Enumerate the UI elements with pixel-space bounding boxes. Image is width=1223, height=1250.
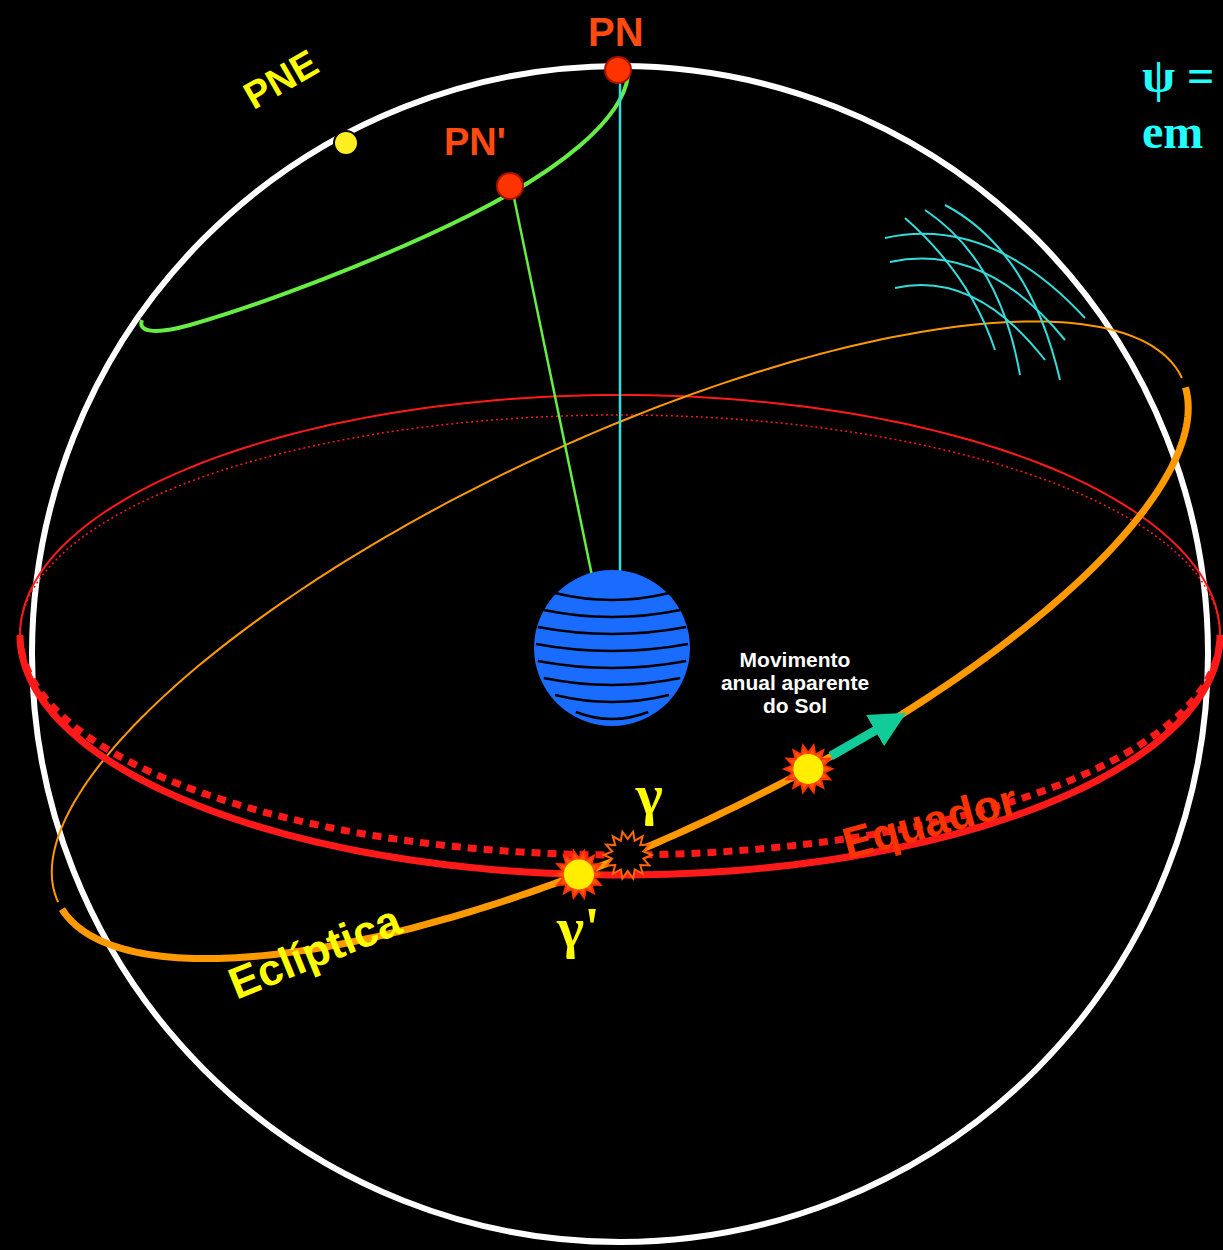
- note-text: em: [1142, 106, 1203, 159]
- sun-symbol: [555, 851, 603, 898]
- polar-axis: [619, 72, 622, 590]
- precession-circle: [141, 76, 628, 331]
- ecliptic-pole-dot: [334, 131, 358, 155]
- pole-label: PN': [444, 122, 506, 164]
- note-text: ψ =: [1142, 50, 1214, 103]
- sun-symbol: [784, 746, 832, 793]
- front-circles: [20, 387, 1220, 958]
- circle-label: Eclíptica: [222, 896, 408, 1009]
- cyan-arcs: [885, 205, 1085, 380]
- sun-motion-arrow: [831, 722, 891, 756]
- celestial-sphere: [32, 66, 1208, 1242]
- sun-symbols: [555, 722, 891, 898]
- circle-label: Equador: [837, 775, 1022, 868]
- north-pole-dot: [605, 57, 631, 83]
- equinox-label: γ: [636, 763, 663, 827]
- earth: [534, 570, 690, 726]
- motion-label: Movimento anual aparente do Sol: [720, 648, 870, 717]
- equinox-label: γ': [557, 896, 600, 960]
- precessed-axis: [512, 188, 597, 600]
- pole-label: PN: [588, 10, 644, 54]
- precessed-pole-dot: [497, 173, 523, 199]
- old-equinox-symbol: [604, 832, 652, 879]
- pole-label: PNE: [237, 43, 326, 118]
